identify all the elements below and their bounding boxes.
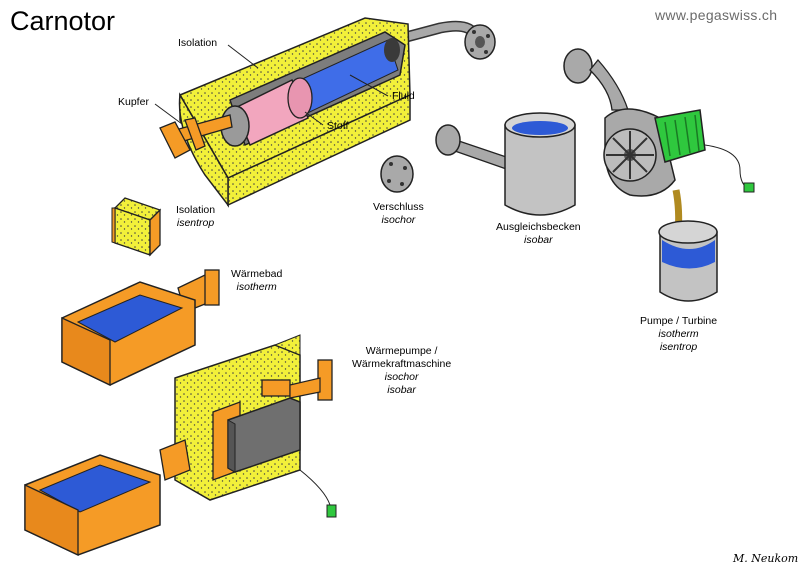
label-verschluss-process: isochor xyxy=(381,214,416,226)
ausgleichsbecken-vessel xyxy=(435,112,576,216)
outlet-flange xyxy=(464,24,496,60)
callout-fluid: Fluid xyxy=(392,90,415,102)
label-ausgleichsbecken-name: Ausgleichsbecken xyxy=(496,221,581,233)
label-waermebad: Wärmebad isotherm xyxy=(231,268,282,294)
plug xyxy=(326,504,337,518)
label-verschluss: Verschluss isochor xyxy=(373,201,424,227)
callout-stoff: Stoff xyxy=(327,120,349,132)
isolation-cube xyxy=(111,197,162,257)
label-pumpe-turbine: Pumpe / Turbine isotherm isentrop xyxy=(640,315,717,354)
lower-bath xyxy=(24,454,161,557)
motor xyxy=(654,109,755,193)
verschluss-cap xyxy=(380,155,414,193)
label-verschluss-name: Verschluss xyxy=(373,201,424,213)
callout-kupfer: Kupfer xyxy=(118,96,149,108)
waermepumpe-assembly xyxy=(24,334,337,557)
label-waermebad-process: isotherm xyxy=(236,281,277,293)
kupfer-rod xyxy=(159,114,233,159)
label-waermepumpe: Wärmepumpe / Wärmekraftmaschine isochor … xyxy=(352,345,451,397)
label-isolation-process: isentrop xyxy=(176,217,215,229)
label-waermepumpe-name2: Wärmekraftmaschine xyxy=(352,358,452,370)
dark-block xyxy=(227,397,301,473)
artist-signature: M. Neukom xyxy=(733,552,799,565)
page-title: Carnotor xyxy=(10,6,116,36)
callout-isolation: Isolation xyxy=(178,37,218,49)
label-pumpe-turbine-name: Pumpe / Turbine xyxy=(640,315,718,327)
label-pumpe-turbine-process2: isentrop xyxy=(659,341,698,353)
callout-lines xyxy=(154,44,389,126)
main-cylinder-assembly xyxy=(159,17,496,208)
label-isolation-name: Isolation xyxy=(176,204,216,216)
label-waermepumpe-process: isochor xyxy=(384,371,419,383)
waermebad-tank xyxy=(61,269,220,387)
label-waermepumpe-process2: isobar xyxy=(387,384,416,396)
label-isolation: Isolation isentrop xyxy=(176,204,215,230)
label-ausgleichsbecken-process: isobar xyxy=(524,234,553,246)
website-url[interactable]: www.pegaswiss.ch xyxy=(655,7,778,23)
label-pumpe-turbine-process: isotherm xyxy=(658,328,699,340)
label-waermebad-name: Wärmebad xyxy=(231,268,283,280)
label-waermepumpe-name: Wärmepumpe / xyxy=(365,345,438,357)
pumpe-turbine xyxy=(563,48,755,302)
label-ausgleichsbecken: Ausgleichsbecken isobar xyxy=(496,221,581,247)
